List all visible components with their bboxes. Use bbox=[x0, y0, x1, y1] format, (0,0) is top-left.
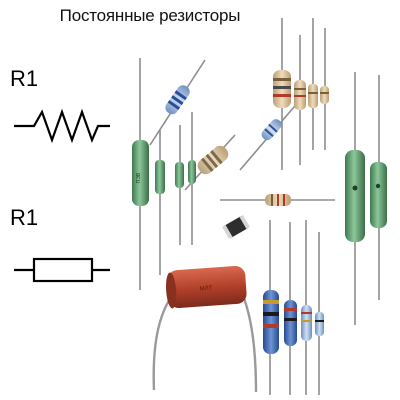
large-green-resistor: ПЭВ bbox=[132, 140, 149, 206]
small-green-resistor bbox=[155, 160, 196, 194]
designator-label-rectangle: R1 bbox=[10, 205, 39, 230]
svg-text:ПЭВ: ПЭВ bbox=[136, 172, 142, 183]
horizontal-small-resistor bbox=[265, 194, 291, 206]
designator-label-zigzag: R1 bbox=[10, 66, 39, 91]
beige-resistor-group bbox=[273, 70, 329, 110]
zigzag-resistor-symbol bbox=[14, 108, 110, 144]
blue-resistor-group bbox=[263, 290, 324, 354]
beige-resistor-diagonal bbox=[197, 145, 229, 175]
rectangle-resistor-symbol bbox=[14, 257, 110, 283]
light-blue-resistor bbox=[165, 85, 190, 115]
smd-chip-resistor bbox=[222, 214, 250, 240]
red-wirewound-resistor: МЛТ bbox=[152, 265, 258, 393]
page-title: Постоянные резисторы bbox=[59, 6, 241, 25]
right-large-green-resistor bbox=[345, 150, 387, 242]
svg-text:МЛТ: МЛТ bbox=[200, 286, 213, 293]
diagonal-small-resistor bbox=[261, 119, 282, 141]
top-right-leads bbox=[220, 18, 335, 201]
